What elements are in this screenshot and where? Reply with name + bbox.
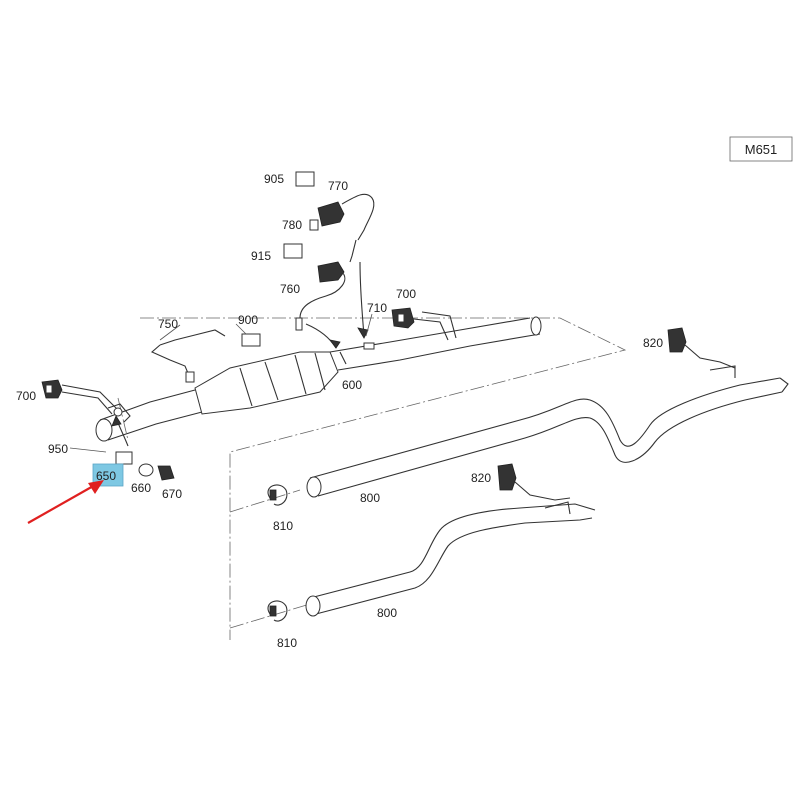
rear-pipe-upper — [306, 377, 789, 498]
callout-650-highlight — [92, 463, 124, 487]
sensor-750-assembly — [150, 329, 261, 383]
sensor-650-group — [107, 403, 175, 481]
hanger-700-left — [41, 379, 119, 415]
callout-760: 760 — [280, 282, 300, 296]
hanger-700-top — [391, 307, 457, 341]
callout-700-top: 700 — [396, 287, 416, 301]
callout-915: 915 — [251, 249, 271, 263]
sensor-770-assembly — [295, 171, 375, 263]
red-pointer-arrow — [27, 480, 104, 524]
callout-780: 780 — [282, 218, 302, 232]
callout-710: 710 — [367, 301, 387, 315]
sensor-760-assembly — [283, 243, 346, 331]
clamp-810-lower — [267, 600, 288, 622]
rear-pipe-lower — [305, 503, 596, 617]
model-code: M651 — [745, 142, 778, 157]
callout-810-lower: 810 — [277, 636, 297, 650]
callout-800-lower: 800 — [377, 606, 397, 620]
pointer-arrows — [111, 261, 369, 447]
callout-600: 600 — [342, 378, 362, 392]
callout-820-right: 820 — [643, 336, 663, 350]
callout-800-upper: 800 — [360, 491, 380, 505]
callout-700-left: 700 — [16, 389, 36, 403]
callout-950: 950 — [48, 442, 68, 456]
callout-820-mid: 820 — [471, 471, 491, 485]
hanger-820-right — [667, 327, 736, 378]
callout-labels: 905 770 780 915 760 710 700 750 900 600 … — [16, 172, 663, 650]
assembly-frames — [117, 317, 627, 640]
model-code-box: M651 — [729, 136, 793, 162]
clamp-810-upper — [267, 484, 288, 506]
callout-810-upper: 810 — [273, 519, 293, 533]
callout-650: 650 — [96, 469, 116, 483]
callout-905: 905 — [264, 172, 284, 186]
callout-900: 900 — [238, 313, 258, 327]
callout-750: 750 — [158, 317, 178, 331]
front-pipe-with-dpf — [95, 316, 542, 442]
callout-770: 770 — [328, 179, 348, 193]
leader-lines — [69, 313, 373, 453]
callout-670: 670 — [162, 487, 182, 501]
callout-660: 660 — [131, 481, 151, 495]
hanger-820-mid — [497, 463, 571, 515]
